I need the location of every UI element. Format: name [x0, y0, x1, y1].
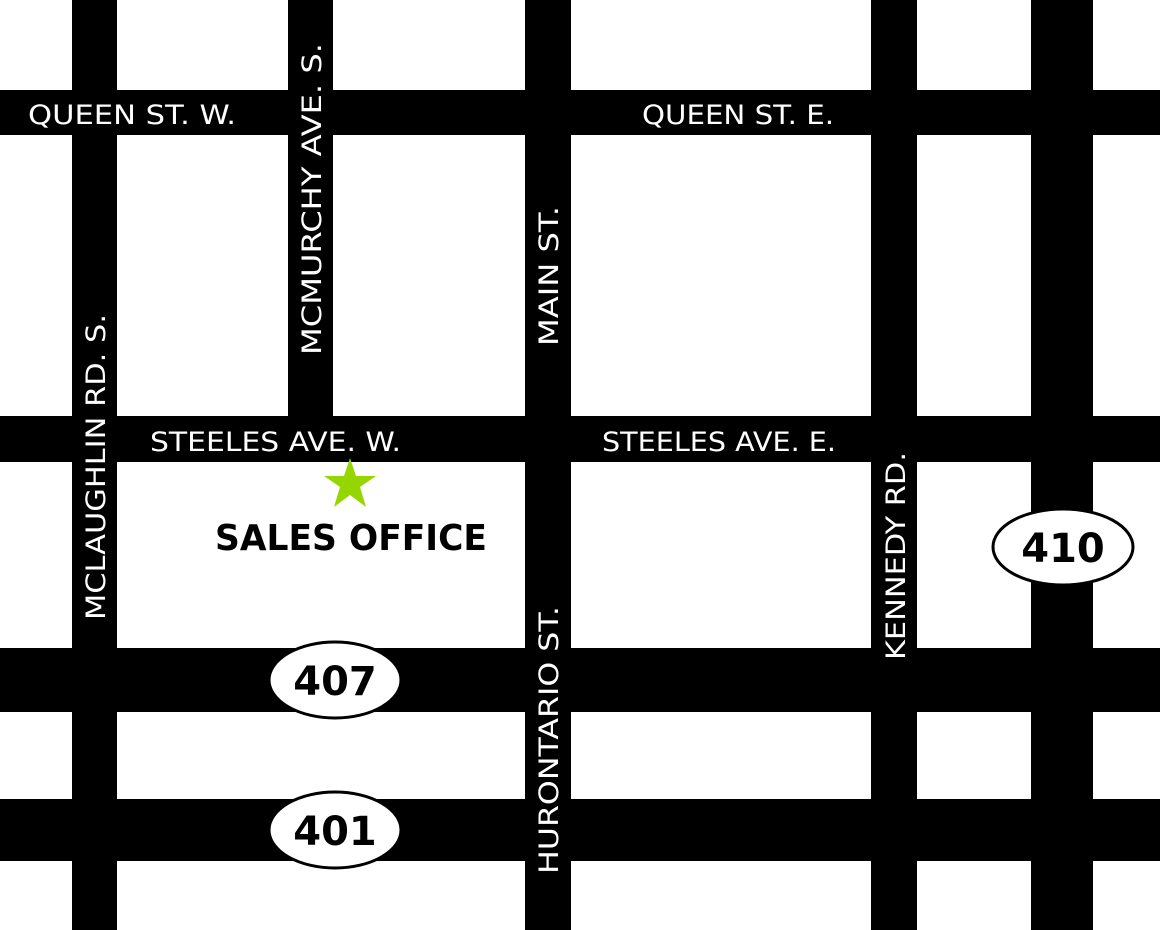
label-steeles-ave-w: STEELES AVE. W.: [150, 427, 401, 458]
road-hurontario-main: [525, 0, 571, 930]
label-mcmurchy-ave-s: MCMURCHY AVE. S.: [297, 43, 328, 355]
road-mclaughlin: [72, 0, 117, 930]
label-steeles-ave-e: STEELES AVE. E.: [602, 427, 836, 458]
label-main-st: MAIN ST.: [534, 206, 565, 346]
highway-401-number: 401: [293, 809, 377, 855]
road-queen: [0, 90, 1160, 135]
road-kennedy: [871, 0, 917, 930]
star-icon: [324, 458, 376, 507]
road-mcmurchy: [288, 0, 333, 430]
sales-office-label: SALES OFFICE: [215, 518, 487, 559]
highway-410-shield: 410: [991, 507, 1135, 587]
label-queen-st-e: QUEEN ST. E.: [642, 100, 834, 131]
highway-407-shield: 407: [267, 640, 403, 720]
road-401: [0, 799, 1160, 861]
road-410: [1031, 0, 1093, 930]
label-mclaughlin-rd-s: MCLAUGHLIN RD. S.: [81, 314, 112, 620]
road-407: [0, 648, 1160, 712]
road-steeles: [0, 416, 1160, 462]
label-kennedy-rd: KENNEDY RD.: [881, 452, 912, 660]
label-hurontario-st: HURONTARIO ST.: [534, 606, 565, 874]
highway-410-number: 410: [1021, 526, 1105, 572]
highway-401-shield: 401: [267, 790, 403, 870]
label-queen-st-w: QUEEN ST. W.: [28, 100, 236, 131]
highway-407-number: 407: [293, 659, 377, 705]
